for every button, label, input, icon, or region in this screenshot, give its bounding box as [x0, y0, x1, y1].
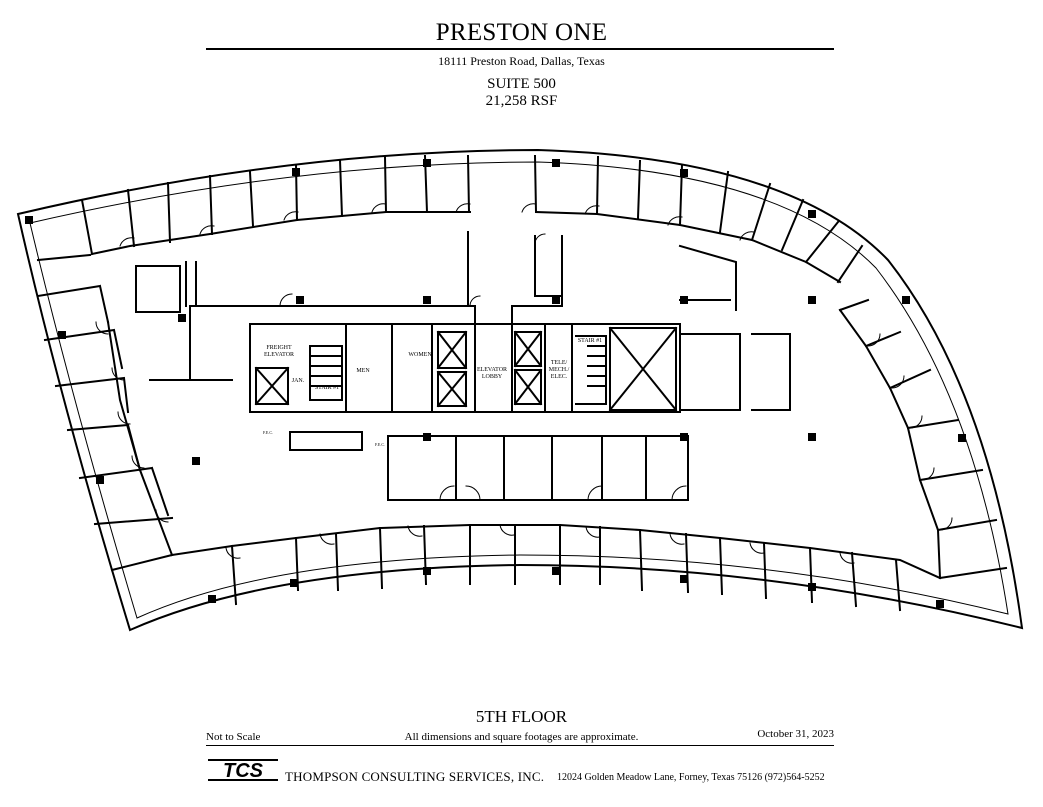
tele-room-label-1: TELE/ [551, 360, 568, 366]
company-logo: TCS [208, 759, 278, 782]
west-offices [36, 284, 174, 572]
east-offices [838, 298, 1008, 580]
tele-room-label-2: MECH./ [549, 367, 570, 373]
building-title: PRESTON ONE [435, 19, 608, 46]
womens-restroom-label: WOMEN [408, 352, 432, 358]
mens-restroom-label: MEN [356, 368, 370, 374]
floor-plan: FREIGHT ELEVATOR JAN. STAIR #1 MEN WOMEN… [16, 148, 1024, 632]
south-offices [170, 524, 942, 612]
fec-label-1: F.E.C. [263, 430, 273, 435]
janitor-label: JAN. [292, 378, 305, 384]
elevator-lobby-label-2: LOBBY [482, 374, 503, 380]
north-offices [36, 154, 864, 284]
floor-title: 5TH FLOOR [475, 707, 568, 726]
building-outer-wall [16, 148, 1024, 632]
building-address: 18111 Preston Road, Dallas, Texas [438, 54, 605, 68]
stair-right-label: STAIR #1 [578, 338, 602, 344]
structural-columns [25, 159, 966, 608]
company-address: 12024 Golden Meadow Lane, Forney, Texas … [557, 772, 825, 783]
suite-number: SUITE 500 [487, 76, 556, 92]
freight-elevator-label-2: ELEVATOR [264, 352, 294, 358]
tele-room-label-3: ELEC. [551, 374, 568, 380]
logo-text: TCS [223, 760, 264, 782]
title-rule [206, 48, 834, 50]
elevator-lobby-label-1: ELEVATOR [477, 367, 507, 373]
fec-label-2: F.E.C. [375, 442, 385, 447]
building-core [135, 231, 791, 501]
stair-left-label: STAIR #1 [315, 385, 339, 391]
disclaimer: All dimensions and square footages are a… [404, 731, 639, 743]
plan-date: October 31, 2023 [757, 728, 834, 740]
scale-note: Not to Scale [206, 731, 261, 743]
building-inner-wall [29, 161, 1009, 619]
company-name: THOMPSON CONSULTING SERVICES, INC. [285, 769, 545, 784]
footer-rule [206, 745, 834, 746]
suite-area: 21,258 RSF [485, 93, 558, 109]
door-swings [95, 203, 953, 564]
suite-info: SUITE 500 21,258 RSF [0, 76, 1043, 110]
freight-elevator-label-1: FREIGHT [266, 345, 292, 351]
